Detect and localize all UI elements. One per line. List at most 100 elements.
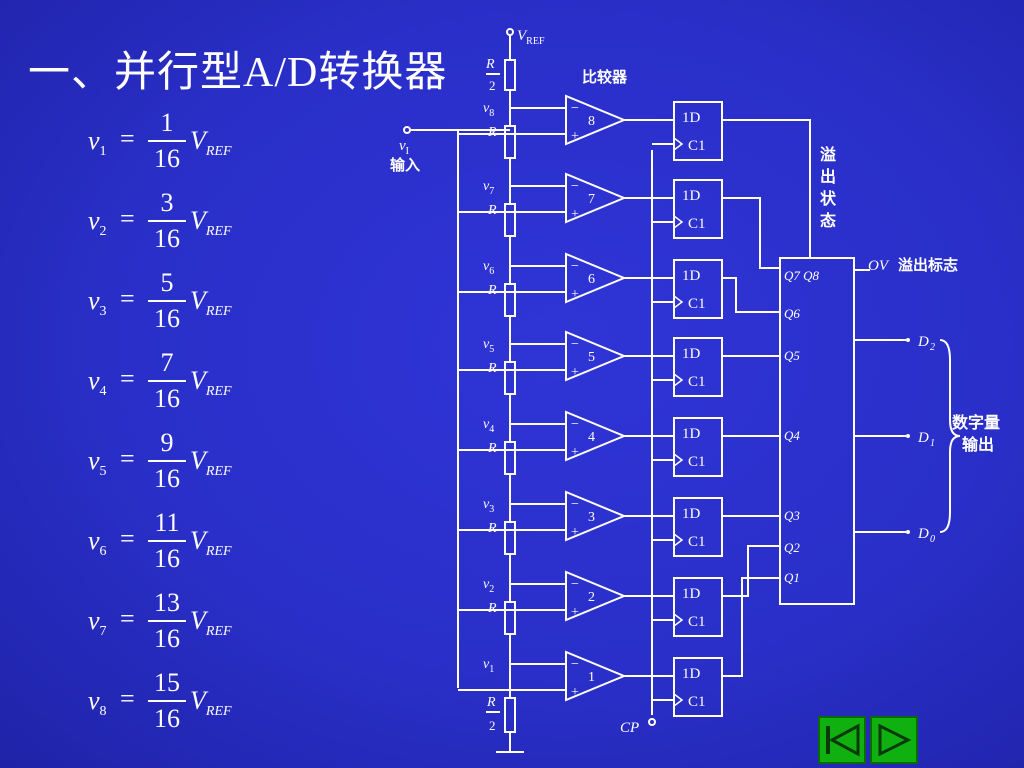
clock-triangle <box>673 372 684 388</box>
equation-lhs: v2 <box>88 206 107 240</box>
denominator: 16 <box>154 224 180 253</box>
minus-sign: − <box>571 337 579 352</box>
vref-symbol: VREF <box>190 286 232 320</box>
comparator-symbol <box>565 94 627 146</box>
overflow-state-char: 出 <box>820 167 836 186</box>
input-var: vI <box>399 138 409 157</box>
fraction-bar <box>148 220 186 222</box>
ff-output-wire <box>722 545 780 597</box>
clock-terminal <box>648 718 656 726</box>
comparator-heading: 比较器 <box>582 68 628 86</box>
equals-sign: = <box>120 204 135 233</box>
half-r-den: 2 <box>489 78 496 93</box>
numerator: 13 <box>154 588 180 617</box>
minus-sign: − <box>571 259 579 274</box>
d-flip-flop <box>673 577 723 637</box>
half-r-den-bottom: 2 <box>489 718 496 733</box>
tap-label: v8 <box>483 101 494 119</box>
output-dot <box>906 338 910 342</box>
denominator: 16 <box>154 624 180 653</box>
tap-label: v5 <box>483 337 494 355</box>
equals-sign: = <box>120 604 135 633</box>
ff-c-label: C1 <box>688 454 706 470</box>
fraction-bar <box>148 700 186 702</box>
ov-text: 溢出标志 <box>898 256 958 274</box>
d-flip-flop <box>673 497 723 557</box>
digital-output-text: 数字量 <box>952 413 1000 432</box>
ff-d-label: 1D <box>682 666 701 682</box>
numerator: 7 <box>160 348 174 377</box>
numerator: 5 <box>160 268 174 297</box>
minus-sign: − <box>571 179 579 194</box>
skip-back-icon <box>826 723 860 757</box>
equation-lhs: v6 <box>88 526 107 560</box>
plus-sign: + <box>571 207 579 222</box>
input-terminal <box>403 126 411 134</box>
overflow-state-char: 溢 <box>820 145 836 164</box>
plus-sign: + <box>571 685 579 700</box>
vref-symbol: VREF <box>190 366 232 400</box>
equals-sign: = <box>120 524 135 553</box>
minus-sign: − <box>571 417 579 432</box>
equation-lhs: v4 <box>88 366 107 400</box>
equation-lhs: v5 <box>88 446 107 480</box>
next-slide-button[interactable] <box>870 716 918 764</box>
encoder-input-label: Q5 <box>784 348 800 363</box>
denominator: 16 <box>154 544 180 573</box>
digital-output-sub: 1 <box>930 438 935 449</box>
equals-sign: = <box>120 684 135 713</box>
clock-triangle <box>673 532 684 548</box>
plus-sign: + <box>571 129 579 144</box>
ff-d-label: 1D <box>682 188 701 204</box>
vref-symbol: VREF <box>190 446 232 480</box>
comparator-symbol <box>565 570 627 622</box>
clock-triangle <box>673 294 684 310</box>
d-flip-flop <box>673 259 723 319</box>
output-dot <box>906 434 910 438</box>
resistor-r <box>504 601 516 635</box>
resistor-label: R <box>487 203 497 218</box>
denominator: 16 <box>154 304 180 333</box>
clock-triangle <box>673 612 684 628</box>
plus-sign: + <box>571 525 579 540</box>
clock-triangle <box>673 692 684 708</box>
digital-output-sub: 2 <box>930 342 935 353</box>
comparator-number: 3 <box>588 510 595 525</box>
d-flip-flop <box>673 417 723 477</box>
ff-c-label: C1 <box>688 296 706 312</box>
digital-output-text: 输出 <box>962 435 994 454</box>
ff-d-label: 1D <box>682 426 701 442</box>
resistor-r <box>504 521 516 555</box>
minus-sign: − <box>571 101 579 116</box>
plus-sign: + <box>571 287 579 302</box>
digital-output-sub: 0 <box>930 534 935 545</box>
play-forward-icon <box>878 723 912 757</box>
denominator: 16 <box>154 704 180 733</box>
resistor-label: R <box>487 521 497 536</box>
vref-symbol: VREF <box>190 606 232 640</box>
resistor-r-half-top <box>504 59 516 91</box>
fraction-bar <box>148 540 186 542</box>
fraction-bar <box>148 620 186 622</box>
fraction-bar <box>148 300 186 302</box>
digital-output-label: D <box>917 526 929 542</box>
equals-sign: = <box>120 124 135 153</box>
previous-slide-button[interactable] <box>818 716 866 764</box>
tap-label: v2 <box>483 577 494 595</box>
minus-sign: − <box>571 657 579 672</box>
ff-c-label: C1 <box>688 216 706 232</box>
plus-sign: + <box>571 445 579 460</box>
digital-output-label: D <box>917 430 929 446</box>
ff-c-label: C1 <box>688 694 706 710</box>
